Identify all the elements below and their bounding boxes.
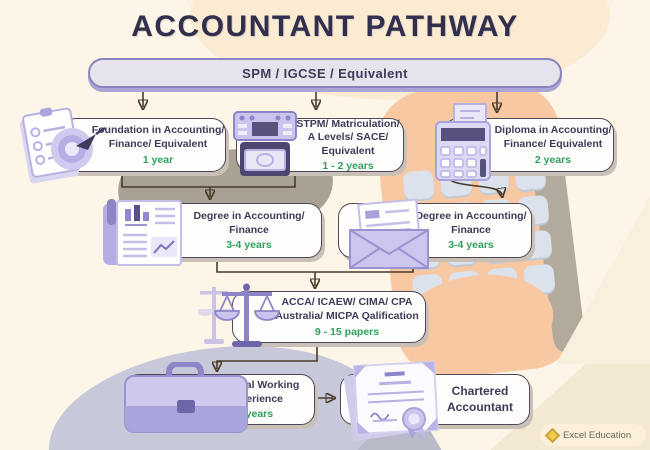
- clipboard-target-icon: [19, 107, 106, 184]
- node-duration: 3-4 years: [448, 239, 494, 252]
- page-title: ACCOUNTANT PATHWAY: [131, 10, 519, 43]
- certificate-icon: [344, 360, 439, 442]
- node-duration: 2 years: [534, 153, 572, 166]
- node-duration: 1 - 2 years: [322, 160, 374, 173]
- brand-name: Excel Education: [563, 429, 632, 441]
- node-label: SPM / IGCSE / Equivalent: [242, 65, 408, 81]
- node-duration: 3-4 years: [226, 239, 272, 252]
- diamond-logo-icon: [544, 427, 561, 443]
- brand-badge: Excel Education: [540, 424, 646, 446]
- report-icon: [103, 199, 182, 266]
- envelope-icon: [349, 198, 429, 269]
- node-stpm: STPM/ Matriculation/ A Levels/ SACE/ Equ…: [236, 118, 404, 172]
- scales-icon: [198, 283, 280, 347]
- node-label: Chartered Accountant: [447, 383, 513, 414]
- calculator-icon: [435, 103, 491, 181]
- node-duration: 1 year: [142, 153, 174, 166]
- node-label: Degree in Accounting/ Finance: [193, 209, 305, 236]
- node-label: ACCA/ ICAEW/ CIMA/ CPA Australia/ MICPA …: [275, 296, 419, 322]
- node-label: Degree in Accounting/ Finance: [415, 209, 527, 236]
- node-label: Foundation in Accounting/ Finance/ Equiv…: [91, 124, 225, 150]
- node-spm-igcse: SPM / IGCSE / Equivalent: [88, 58, 562, 88]
- node-foundation: Foundation in Accounting/ Finance/ Equiv…: [62, 118, 226, 172]
- node-label: STPM/ Matriculation/ A Levels/ SACE/ Equ…: [296, 117, 400, 157]
- node-duration: 9 - 15 papers: [314, 325, 380, 338]
- node-label: Diploma in Accounting/ Finance/ Equivale…: [494, 124, 612, 150]
- briefcase-icon: [124, 362, 248, 433]
- cash-machine-icon: [233, 111, 297, 176]
